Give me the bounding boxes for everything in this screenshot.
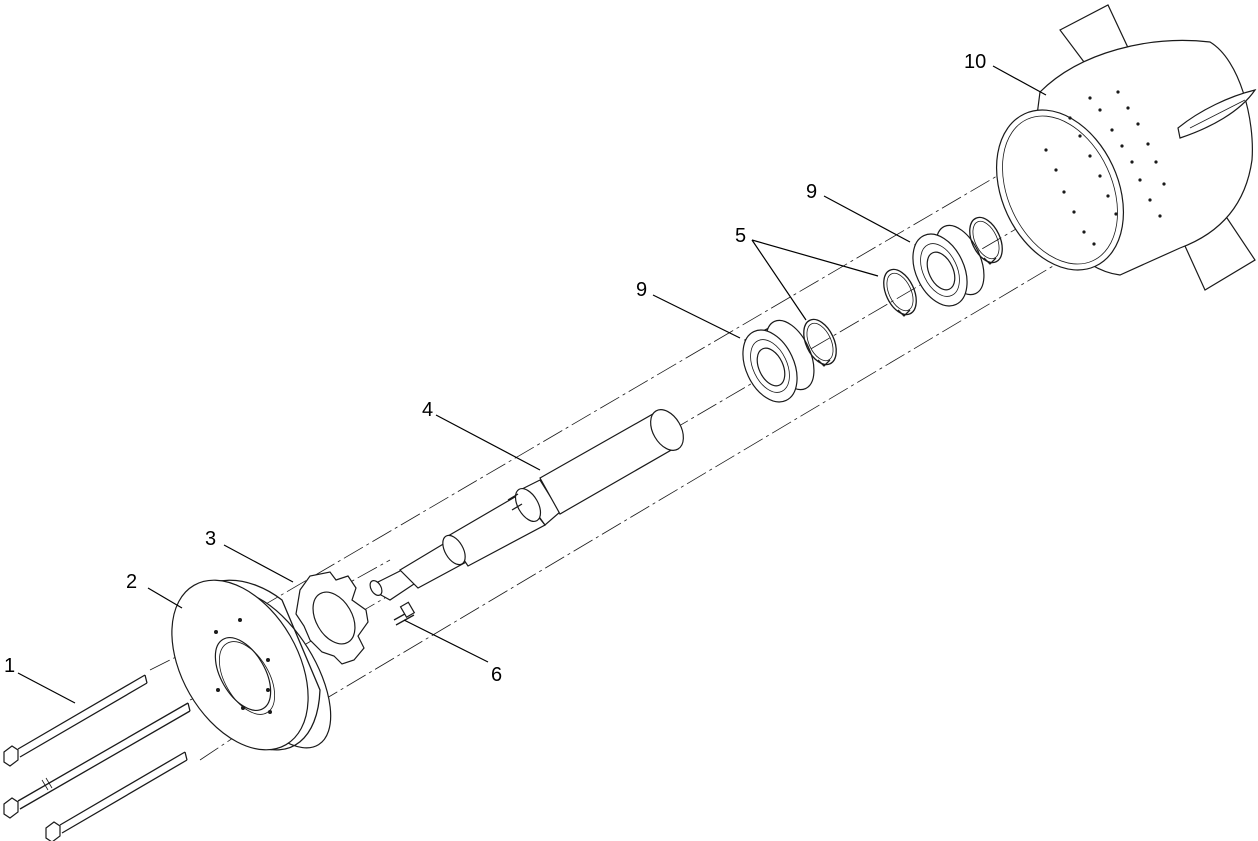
callout-9-front: 9 [636, 279, 647, 301]
notched-plate [295, 571, 369, 665]
callout-5: 5 [735, 225, 746, 247]
callout-labels: 1 2 3 4 5 6 9 9 10 [4, 51, 986, 686]
snap-ring [969, 216, 1003, 265]
bolt [3, 674, 148, 767]
leader-lines [17, 65, 1047, 704]
snap-ring [883, 268, 917, 317]
perforation-holes [1044, 90, 1166, 246]
callout-3: 3 [205, 528, 216, 550]
bolt [3, 702, 191, 819]
bolt-set [3, 674, 191, 841]
callout-9-rear: 9 [806, 181, 817, 203]
bolt [45, 751, 188, 841]
callout-1: 1 [4, 655, 15, 677]
drum-roller [995, 4, 1257, 291]
callout-6: 6 [491, 664, 502, 686]
shaft [369, 409, 684, 601]
snap-ring [803, 318, 837, 367]
callout-2: 2 [126, 571, 137, 593]
flange-cap [171, 579, 332, 751]
callout-4: 4 [422, 399, 433, 421]
callout-10: 10 [964, 51, 986, 73]
grease-fitting [393, 601, 416, 626]
bearing [742, 319, 815, 403]
